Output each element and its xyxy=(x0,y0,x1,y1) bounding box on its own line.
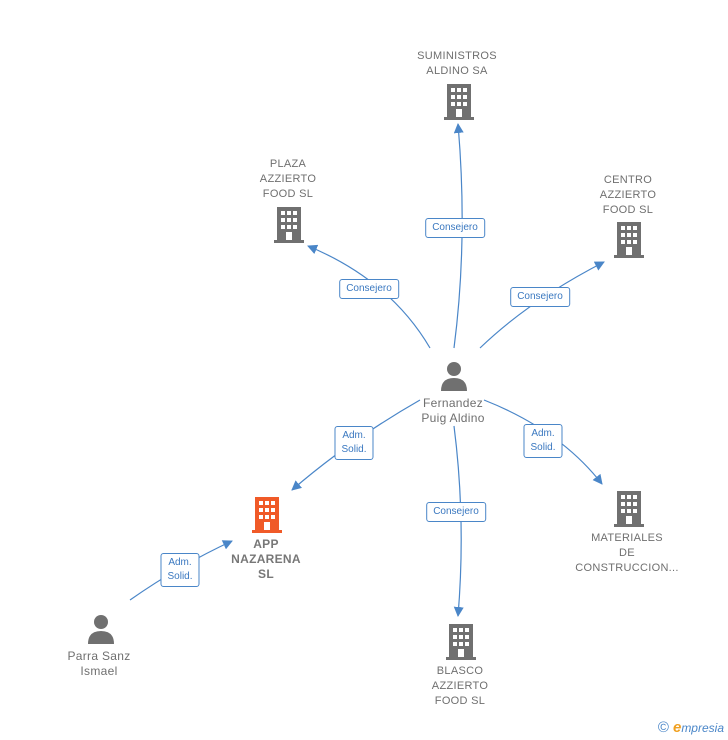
building-icon[interactable] xyxy=(614,491,644,527)
brand-initial: e xyxy=(672,719,682,736)
person-icon[interactable] xyxy=(439,361,469,391)
edge-label-to-suministros: Consejero xyxy=(425,218,485,238)
node-label-plaza: PLAZA AZZIERTO FOOD SL xyxy=(259,158,317,200)
building-icon[interactable] xyxy=(252,497,282,533)
edge-label-to-centro: Consejero xyxy=(510,287,570,307)
node-label-centro: CENTRO AZZIERTO FOOD SL xyxy=(599,174,657,216)
edge-label-to-blasco: Consejero xyxy=(426,502,486,522)
node-label-app: APP NAZARENA SL xyxy=(231,537,301,581)
edge-label-to-plaza: Consejero xyxy=(339,279,399,299)
building-icon[interactable] xyxy=(446,624,476,660)
person-icon[interactable] xyxy=(86,614,116,644)
node-label-materiales: MATERIALES DE CONSTRUCCION... xyxy=(575,532,679,574)
copyright-symbol: © xyxy=(657,719,669,736)
edge-label-parra-to-app: Adm. Solid. xyxy=(160,553,200,587)
node-label-parra: Parra Sanz Ismael xyxy=(67,649,131,678)
building-icon[interactable] xyxy=(614,222,644,258)
node-label-suministros: SUMINISTROS ALDINO SA xyxy=(417,50,497,77)
node-label-blasco: BLASCO AZZIERTO FOOD SL xyxy=(431,665,489,707)
empresia-logo: ©empresia xyxy=(658,719,724,736)
edge-label-to-materiales: Adm. Solid. xyxy=(523,424,563,458)
edge-label-to-app: Adm. Solid. xyxy=(334,426,374,460)
node-label-fernandez: Fernandez Puig Aldino xyxy=(421,396,485,425)
brand-name: mpresia xyxy=(681,721,724,735)
building-icon[interactable] xyxy=(274,207,304,243)
building-icon[interactable] xyxy=(444,84,474,120)
